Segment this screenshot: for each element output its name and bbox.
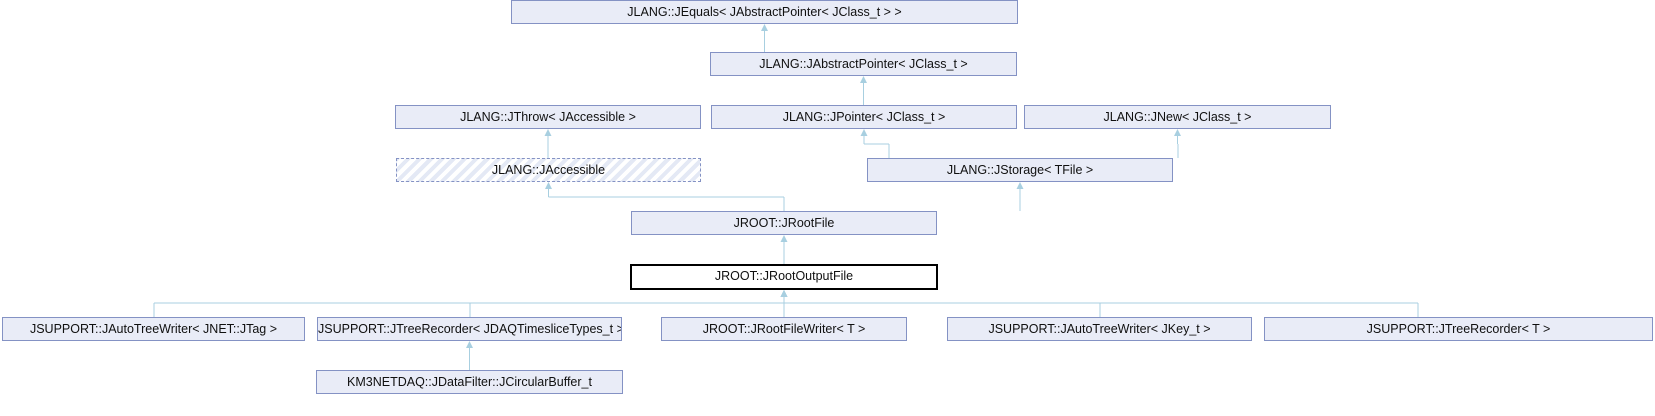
class-node-label: JLANG::JAccessible [491, 163, 606, 177]
class-node-jtreerecorder-jdaqtimeslicetypes[interactable]: JSUPPORT::JTreeRecorder< JDAQTimesliceTy… [317, 317, 622, 341]
class-node-label: JSUPPORT::JTreeRecorder< JDAQTimesliceTy… [318, 322, 622, 336]
class-node-label: JSUPPORT::JTreeRecorder< T > [1366, 322, 1551, 336]
class-node-label: JROOT::JRootFile [733, 216, 835, 230]
class-node-jnew[interactable]: JLANG::JNew< JClass_t > [1024, 105, 1331, 129]
class-node-jautotreewriter-jtag[interactable]: JSUPPORT::JAutoTreeWriter< JNET::JTag > [2, 317, 305, 341]
class-node-jabstractpointer[interactable]: JLANG::JAbstractPointer< JClass_t > [710, 52, 1017, 76]
class-node-label: JLANG::JNew< JClass_t > [1103, 110, 1252, 124]
class-node-jequals[interactable]: JLANG::JEquals< JAbstractPointer< JClass… [511, 0, 1018, 24]
class-node-jrootfile[interactable]: JROOT::JRootFile [631, 211, 937, 235]
class-node-label: JROOT::JRootOutputFile [714, 269, 854, 283]
class-node-jpointer[interactable]: JLANG::JPointer< JClass_t > [711, 105, 1017, 129]
class-node-jtreerecorder-t[interactable]: JSUPPORT::JTreeRecorder< T > [1264, 317, 1653, 341]
class-node-jthrow[interactable]: JLANG::JThrow< JAccessible > [395, 105, 701, 129]
class-node-label: JSUPPORT::JAutoTreeWriter< JKey_t > [988, 322, 1211, 336]
class-node-jstorage[interactable]: JLANG::JStorage< TFile > [867, 158, 1173, 182]
class-node-label: KM3NETDAQ::JDataFilter::JCircularBuffer_… [347, 375, 592, 389]
class-node-label: JLANG::JEquals< JAbstractPointer< JClass… [627, 5, 902, 19]
class-node-label: JSUPPORT::JAutoTreeWriter< JNET::JTag > [29, 322, 278, 336]
class-node-jautotreewriter-jkey[interactable]: JSUPPORT::JAutoTreeWriter< JKey_t > [947, 317, 1252, 341]
class-node-label: JLANG::JAbstractPointer< JClass_t > [759, 57, 968, 71]
class-node-label: JLANG::JPointer< JClass_t > [782, 110, 946, 124]
class-node-label: JLANG::JStorage< TFile > [946, 163, 1094, 177]
class-node-label: JLANG::JThrow< JAccessible > [460, 110, 636, 124]
class-node-jaccessible[interactable]: JLANG::JAccessible [396, 158, 701, 182]
class-node-jrootoutputfile[interactable]: JROOT::JRootOutputFile [630, 264, 938, 290]
class-node-jcircularbuffer[interactable]: KM3NETDAQ::JDataFilter::JCircularBuffer_… [316, 370, 623, 394]
class-node-label: JROOT::JRootFileWriter< T > [702, 322, 866, 336]
class-node-jrootfilewriter[interactable]: JROOT::JRootFileWriter< T > [661, 317, 907, 341]
